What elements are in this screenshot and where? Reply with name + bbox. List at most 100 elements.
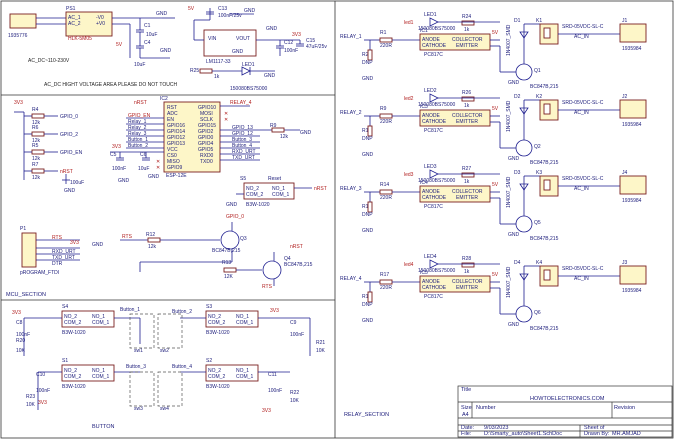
relay-ch1-r-pd <box>367 49 373 61</box>
relay-ch3-gnd-q: GND <box>508 232 520 238</box>
svg-text:TXD0: TXD0 <box>200 159 213 165</box>
relay-ch2-led-model: 150080BS75000 <box>418 102 455 108</box>
relay-ch3-opto-model: PC817C <box>424 204 443 210</box>
button-s1: S1 Button_3 NO_2 COM_2 NO_1 COM_1 B3W-10… <box>26 358 146 412</box>
svg-text:Button_4: Button_4 <box>172 364 192 370</box>
ps-model: HLK-5M05 <box>68 36 92 42</box>
svg-text:R4: R4 <box>32 107 39 113</box>
relay-ch3-opto-pin-collector: COLLECTOR <box>452 189 483 195</box>
button-section-label: BUTTON <box>92 424 115 430</box>
svg-text:GPIO10: GPIO10 <box>198 105 216 111</box>
relay-ch1-net-label: RELAY_1 <box>340 34 362 40</box>
svg-text:10K: 10K <box>16 348 26 354</box>
relay-ch4-r-pd <box>367 291 373 303</box>
relay-ch4-d-ref: D4 <box>514 260 521 266</box>
svg-text:MOSI: MOSI <box>200 111 213 117</box>
relay-ch3-diode-model: 1N4007_SMD <box>506 176 512 208</box>
relay-ch1-r-pd-ref: R2 <box>362 52 369 58</box>
svg-text:LED1: LED1 <box>242 62 255 68</box>
esp-left-pins: RST ADC EN GPIO16 GPIO14 GPIO12 GPIO13 V… <box>167 105 185 171</box>
svg-text:B3W-1020: B3W-1020 <box>62 330 86 336</box>
mcu-section: 3V3 R4 GPIO_0 12k R6 GPIO_2 12k R5 GPIO_… <box>6 96 327 298</box>
relay-ch1-r-in-ref: R1 <box>380 30 387 36</box>
svg-text:R21: R21 <box>316 340 325 346</box>
svg-text:10K: 10K <box>290 398 300 404</box>
svg-text:GPIO2: GPIO2 <box>198 129 214 135</box>
svg-text:C12: C12 <box>284 40 293 46</box>
relay-ch3-gnd-pd: GND <box>362 228 374 234</box>
relay-ch1-ac-label: AC_IN <box>574 34 589 40</box>
svg-text:100nF/25v: 100nF/25v <box>218 13 242 19</box>
svg-text:-V0: -V0 <box>96 15 104 21</box>
svg-text:RTS: RTS <box>122 234 133 240</box>
svg-text:12k: 12k <box>32 175 41 181</box>
svg-text:3V3: 3V3 <box>14 100 23 106</box>
svg-text:RELAY_4: RELAY_4 <box>230 100 252 106</box>
relay-ch3-r-in <box>379 189 393 195</box>
relay-ch2-j-model: 1935984 <box>622 122 642 128</box>
svg-text:MISO: MISO <box>167 159 180 165</box>
relay-ch4-led-icon <box>429 259 439 269</box>
svg-text:100nF: 100nF <box>268 388 282 394</box>
svg-text:Reset: Reset <box>268 176 282 182</box>
relay-ch2-relay-icon <box>543 103 551 115</box>
svg-text:Button_4: Button_4 <box>232 143 252 149</box>
ac-input-label: AC_DC~110-230V <box>28 58 70 64</box>
relay-ch1-gnd-pd: GND <box>362 76 374 82</box>
relay-ch2-opto-ref: IC3 <box>420 104 428 110</box>
svg-text:10uF: 10uF <box>146 32 157 38</box>
relay-ch1-r-in <box>379 37 393 43</box>
svg-text:COM_1: COM_1 <box>92 374 109 380</box>
relay-ch2-r-in-ref: R9 <box>380 106 387 112</box>
relay-ch2-led-ref: LED2 <box>424 88 437 94</box>
svg-text:12k: 12k <box>32 120 41 126</box>
svg-text:GND: GND <box>266 26 278 32</box>
svg-text:COM_2: COM_2 <box>208 374 225 380</box>
relay-ch3-terminal-block <box>619 175 647 195</box>
svg-text:VOUT: VOUT <box>236 36 250 42</box>
svg-text:GND: GND <box>156 11 168 17</box>
relay-ch2-ac-label: AC_IN <box>574 110 589 116</box>
relay-ch3-r-led-val: 1k <box>464 179 470 185</box>
svg-text:10K: 10K <box>316 348 326 354</box>
svg-text:NO_2: NO_2 <box>64 368 77 374</box>
relay-ch4-gnd-pd: GND <box>362 318 374 324</box>
svg-text:10K: 10K <box>26 402 36 408</box>
relay-ch4-terminal-block <box>619 265 647 285</box>
svg-text:IC2: IC2 <box>160 96 168 102</box>
relay-ch3-j-ref: J4 <box>622 170 628 176</box>
svg-text:C5: C5 <box>110 152 117 158</box>
svg-text:GND: GND <box>264 73 276 79</box>
relay-ch4-led-model: 150080BS75000 <box>418 268 455 274</box>
svg-text:Relay_2: Relay_2 <box>128 125 147 131</box>
svg-text:✕: ✕ <box>156 159 160 165</box>
relay-ch2-terminal-block <box>619 99 647 119</box>
relay-ch1-r-pd-val: DNP <box>362 60 373 66</box>
svg-text:100nF: 100nF <box>112 166 126 172</box>
relay-ch1-led-model: 150080BS75000 <box>418 26 455 32</box>
svg-text:RST: RST <box>167 105 177 111</box>
svg-text:GPIO_0: GPIO_0 <box>60 114 78 120</box>
svg-text:Revision: Revision <box>614 405 635 411</box>
svg-text:100nF: 100nF <box>284 48 298 54</box>
relay-ch3-k-ref: K3 <box>536 170 542 176</box>
svg-text:Q3: Q3 <box>240 236 247 242</box>
relay-ch2-gnd-q: GND <box>508 156 520 162</box>
relay-ch3-transistor-icon <box>515 215 533 233</box>
ac-connector-model: 1935776 <box>8 33 28 39</box>
relay-ch3-relay-icon <box>543 179 551 191</box>
relay-ch3-q-ref: Q5 <box>534 220 541 226</box>
relay-ch3-led-net: led3 <box>404 172 414 178</box>
svg-text:SCLK: SCLK <box>200 117 214 123</box>
relay-ch1-opto <box>419 33 491 51</box>
svg-text:✕: ✕ <box>224 117 228 123</box>
svg-text:R13: R13 <box>222 260 231 266</box>
relay-ch2-led-icon <box>429 93 439 103</box>
svg-text:NO_2: NO_2 <box>208 314 221 320</box>
led1-icon <box>241 66 251 76</box>
svg-text:R9: R9 <box>270 123 277 129</box>
svg-text:GPIO16: GPIO16 <box>167 123 185 129</box>
relay-ch1-terminal-block <box>619 23 647 43</box>
relay-ch4-gnd-q: GND <box>508 322 520 328</box>
